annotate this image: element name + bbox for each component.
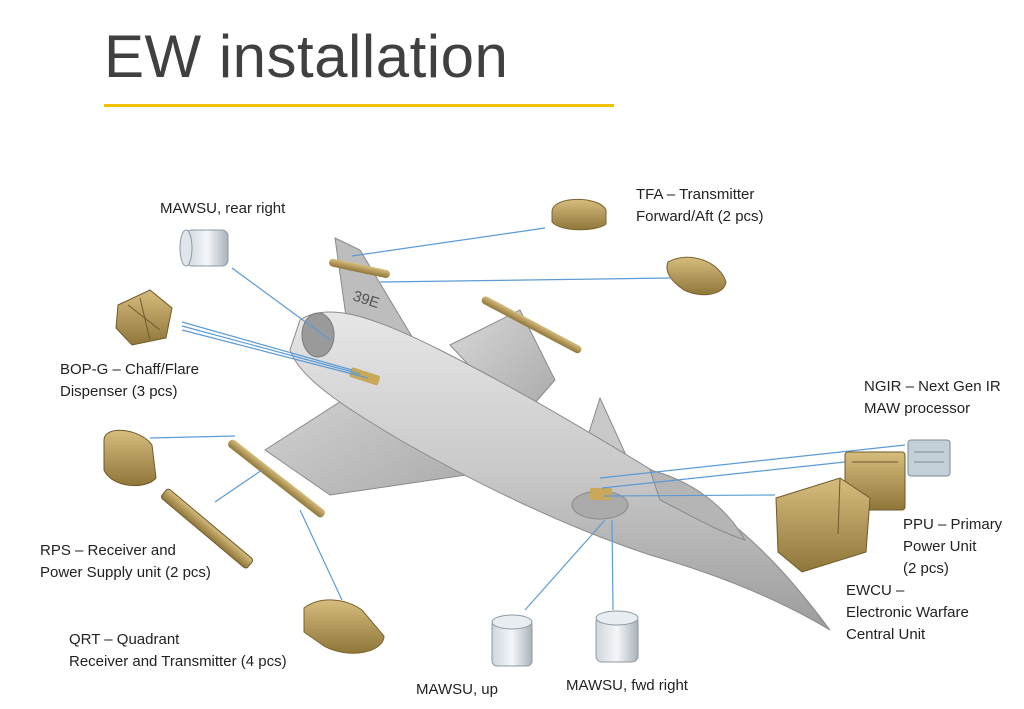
label-rps-line2: Power Supply unit (2 pcs) [40,564,211,581]
label-ppu-line2: Power Unit [903,538,977,555]
leader-ewcu [603,494,776,497]
label-ngir-line1: NGIR – Next Gen IR [864,378,1001,395]
title-underline [104,104,614,107]
label-ppu-line1: PPU – Primary [903,516,1003,533]
leader-qrt [299,509,343,601]
tfa-unit-lower [666,256,727,296]
right-wingtip-pod [481,296,582,354]
label-ewcu-line3: Central Unit [846,626,926,643]
qrt-unit [303,599,385,654]
fuselage [289,311,831,631]
chaff-dispenser-on-aircraft [349,367,381,386]
leader-mawsu-fwd [611,519,614,611]
leader-rps-2 [214,469,263,503]
leader-rps-1 [149,435,236,439]
bop-g-unit [115,289,173,346]
label-tfa-line1: TFA – Transmitter [636,186,755,203]
tail-pod [329,258,390,278]
leader-bop-3 [181,329,369,379]
leader-tfa-1 [351,227,546,257]
label-ngir-line2: MAW processor [864,400,971,417]
leader-mawsu-up [524,519,606,611]
label-ewcu-line2: Electronic Warfare [846,604,969,621]
ngir-unit [907,439,951,477]
leader-bop-2 [181,325,361,375]
label-ewcu-line1: EWCU – [846,582,905,599]
label-mawsu-fwd-right: MAWSU, fwd right [566,677,688,694]
leader-ppu [601,461,846,489]
mawsu-fwd-right-unit [595,610,639,663]
rps-antenna-unit [161,488,254,569]
label-rps-line1: RPS – Receiver and [40,542,176,559]
leader-bop-1 [181,321,353,371]
tfa-unit-upper [551,198,607,231]
label-qrt-line2: Receiver and Transmitter (4 pcs) [69,653,287,670]
rps-unit [103,429,157,487]
leader-lines [149,227,906,611]
leader-tfa-2 [379,277,671,283]
aircraft [228,237,831,631]
mawsu-up-unit [491,614,533,667]
engine-nozzle [301,312,335,358]
leader-ngir [599,444,906,479]
label-ppu-line3: (2 pcs) [903,560,949,577]
label-bop-line1: BOP-G – Chaff/Flare [60,361,199,378]
mawsu-rear-right-unit [179,229,229,267]
left-wingtip-pod [228,439,325,518]
page-title: EW installation [104,23,509,90]
label-mawsu-rear-right: MAWSU, rear right [160,200,286,217]
label-mawsu-up: MAWSU, up [416,681,498,698]
label-qrt-line1: QRT – Quadrant [69,631,180,648]
ppu-on-aircraft [590,488,612,500]
ewcu-unit [775,477,871,573]
canopy [649,469,747,541]
label-bop-line2: Dispenser (3 pcs) [60,383,178,400]
leader-mawsu-rear [231,267,331,341]
label-tfa-line2: Forward/Aft (2 pcs) [636,208,764,225]
